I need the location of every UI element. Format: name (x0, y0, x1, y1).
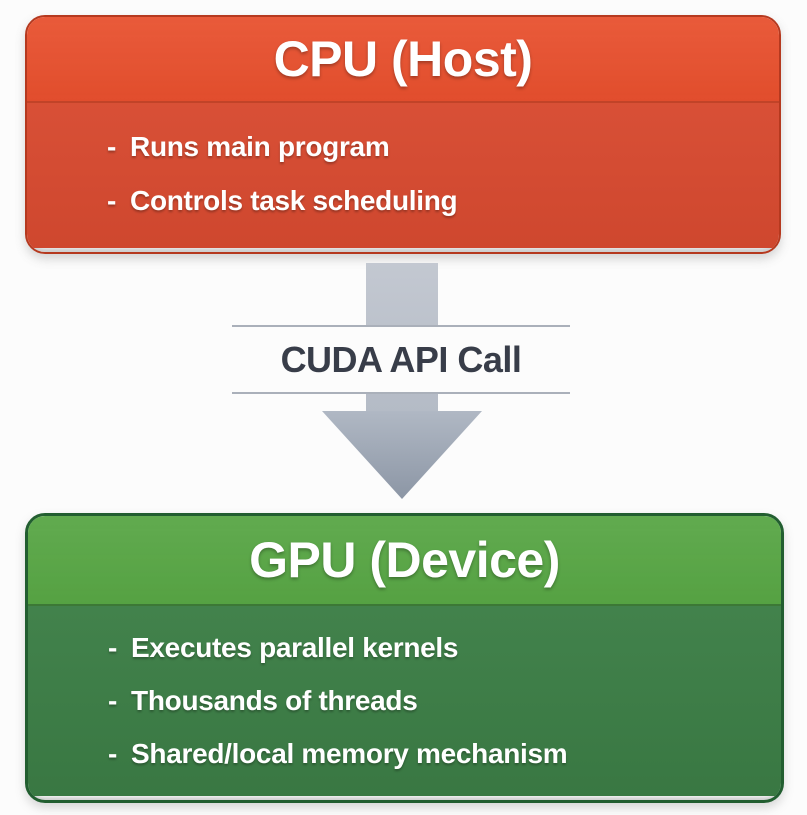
gpu-bullet-text: Executes parallel kernels (131, 632, 459, 663)
gpu-box-header: GPU (Device) (28, 516, 781, 606)
gpu-device-box: GPU (Device) - Executes parallel kernels… (25, 513, 784, 803)
cpu-bullet-text: Controls task scheduling (130, 185, 458, 217)
cpu-box-header: CPU (Host) (27, 17, 779, 103)
cpu-bullet-text: Runs main program (130, 131, 390, 162)
gpu-bullet-item: - Executes parallel kernels (108, 632, 761, 664)
gpu-bullet-text: Shared/local memory mechanism (131, 738, 568, 770)
gpu-box-title: GPU (Device) (249, 532, 560, 588)
cpu-host-box: CPU (Host) - Runs main program - Control… (25, 15, 781, 254)
down-arrow-head-icon (322, 411, 482, 499)
gpu-bullet-item: - Shared/local memory mechanism (108, 738, 761, 770)
bullet-dash: - (107, 131, 117, 162)
bullet-dash: - (107, 185, 117, 217)
gpu-box-body: - Executes parallel kernels - Thousands … (28, 606, 781, 796)
cpu-box-body: - Runs main program - Controls task sche… (27, 103, 779, 248)
cpu-bullet-item: - Controls task scheduling (107, 185, 759, 217)
gpu-bullet-list: - Executes parallel kernels - Thousands … (108, 632, 761, 771)
cpu-bullet-item: - Runs main program (107, 131, 759, 163)
gpu-bullet-item: - Thousands of threads (108, 685, 761, 717)
connector-label: CUDA API Call (280, 338, 522, 380)
bullet-dash: - (108, 738, 118, 770)
gpu-bullet-text: Thousands of threads (131, 685, 418, 717)
connector-label-band: CUDA API Call (232, 325, 570, 394)
bullet-dash: - (108, 632, 118, 663)
cpu-bullet-list: - Runs main program - Controls task sche… (107, 131, 759, 217)
bullet-dash: - (108, 685, 118, 717)
cpu-box-title: CPU (Host) (273, 31, 533, 87)
